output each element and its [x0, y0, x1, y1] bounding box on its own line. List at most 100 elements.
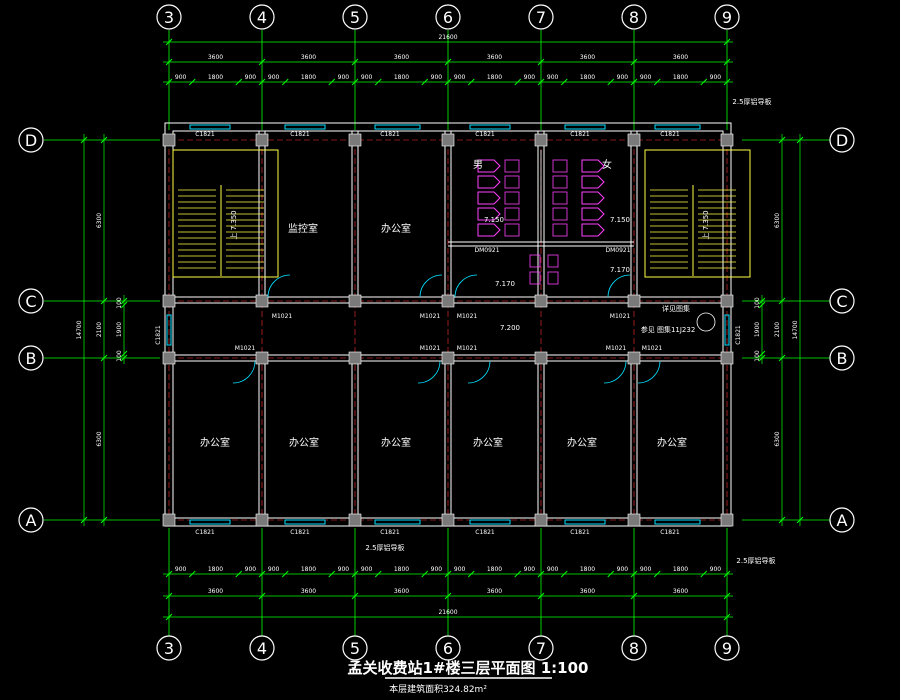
structural-column — [255, 513, 269, 527]
door-swing-south — [417, 360, 441, 384]
dim-subs-top-label: 900 — [640, 74, 652, 81]
structural-column — [534, 513, 548, 527]
dim-bays-bottom-tick — [165, 592, 173, 600]
dim-bays-top-label: 3600 — [487, 54, 502, 61]
window-tag-west: C1821 — [155, 325, 162, 345]
window-top — [189, 124, 231, 130]
structural-column — [348, 351, 362, 365]
dim-subs-top-tick — [514, 78, 522, 86]
window-west — [166, 314, 172, 346]
dim-subs-bottom-label: 900 — [640, 566, 652, 573]
window-bottom — [654, 519, 701, 525]
dim-bays-bottom-label: 3600 — [394, 588, 409, 595]
dim-subs-top-label: 900 — [361, 74, 373, 81]
axis-bubble-D — [18, 127, 44, 153]
structural-column — [534, 294, 548, 308]
axis-label-6: 6 — [443, 639, 453, 658]
dim-bays-top-tick — [630, 58, 638, 66]
dim-subs-top-tick — [653, 78, 661, 86]
dim-subs-top-label: 900 — [175, 74, 187, 81]
dim-left-seg-tick — [100, 516, 108, 524]
axis-bubble-5 — [342, 635, 368, 661]
dim-right-seg-tick — [778, 297, 786, 305]
axis-label-9: 9 — [722, 8, 732, 27]
stair-note: 上 7.350 — [229, 210, 238, 239]
dim-subs-bottom-label: 1800 — [580, 566, 595, 573]
slab-note-right: 2.5厚铝导板 — [736, 556, 775, 565]
axis-label-C: C — [25, 292, 36, 311]
dim-left-small-label: 100 — [116, 350, 123, 362]
door-swing-north — [454, 274, 478, 298]
window-top — [564, 124, 606, 130]
window-bottom — [284, 519, 326, 525]
dim-subs-bottom-label: 1800 — [673, 566, 688, 573]
axis-label-9: 9 — [722, 639, 732, 658]
room-label-office: 办公室 — [567, 436, 597, 449]
dim-bays-bottom-tick — [258, 592, 266, 600]
dim-subs-top-label: 1800 — [208, 74, 223, 81]
dim-left-small-tick — [120, 354, 128, 362]
toilet-fixture — [504, 191, 520, 205]
dim-subs-top-label: 900 — [710, 74, 722, 81]
dim-right-seg-label: 6300 — [774, 213, 781, 228]
dim-subs-top-tick — [188, 78, 196, 86]
dim-subs-top-tick — [630, 78, 638, 86]
axis-bubble-3 — [156, 4, 182, 30]
door-swing-south — [603, 360, 627, 384]
window-tag-bottom: C1821 — [290, 529, 310, 536]
window-tag-top: C1821 — [195, 131, 215, 138]
dim-subs-bottom-label: 900 — [361, 566, 373, 573]
axis-bubble-3 — [156, 635, 182, 661]
dim-right-seg-tick — [778, 136, 786, 144]
structural-column — [534, 133, 548, 147]
toilet-fixture — [504, 175, 520, 189]
dim-bays-bottom-tick — [630, 592, 638, 600]
axis-bubble-6 — [435, 635, 461, 661]
dim-subs-top-tick — [351, 78, 359, 86]
dim-subs-top-label: 1800 — [301, 74, 316, 81]
dim-subs-bottom-tick — [165, 570, 173, 578]
window-tag-top: C1821 — [475, 131, 495, 138]
dim-right-outer-tick — [796, 516, 804, 524]
elevation-wc-female: 7.150 — [610, 216, 630, 224]
axis-bubble-6 — [435, 4, 461, 30]
dim-subs-bottom-label: 900 — [338, 566, 350, 573]
detail-note: 详见图集 — [662, 304, 690, 313]
dim-subs-top-label: 900 — [338, 74, 350, 81]
detail-callout-bubble — [696, 312, 716, 332]
axis-label-8: 8 — [629, 8, 639, 27]
toilet-fixture — [504, 223, 520, 237]
dim-bays-bottom-tick — [444, 592, 452, 600]
dim-subs-bottom-label: 900 — [454, 566, 466, 573]
axis-bubble-9 — [714, 4, 740, 30]
dim-subs-top-tick — [328, 78, 336, 86]
dim-subs-bottom-tick — [351, 570, 359, 578]
dim-subs-top-label: 900 — [431, 74, 443, 81]
dim-right-small-label: 100 — [754, 350, 761, 362]
axis-label-B: B — [837, 349, 848, 368]
dim-subs-top-label: 900 — [617, 74, 629, 81]
window-tag-bottom: C1821 — [195, 529, 215, 536]
stair-note: 上 7.350 — [701, 210, 710, 239]
structural-column — [162, 294, 176, 308]
dim-bays-bottom-tick — [537, 592, 545, 600]
dim-subs-bottom-label: 1800 — [394, 566, 409, 573]
axis-bubble-A — [18, 507, 44, 533]
dim-right-small-tick — [758, 350, 766, 358]
dim-right-outer-tick — [796, 136, 804, 144]
dim-right-small-tick — [758, 354, 766, 362]
labels: C1821C1821C1821C1821C1821C1821C1821C1821… — [155, 97, 776, 565]
dim-subs-top-tick — [444, 78, 452, 86]
sink-fixture — [529, 271, 541, 285]
dim-right-seg-tick — [778, 354, 786, 362]
dim-subs-top-tick — [560, 78, 568, 86]
dim-subs-top-label: 900 — [454, 74, 466, 81]
window-tag-east: C1821 — [735, 325, 742, 345]
dim-bays-top-label: 3600 — [208, 54, 223, 61]
dim-subs-bottom-tick — [444, 570, 452, 578]
dim-left-small-label: 1900 — [116, 322, 123, 337]
dim-subs-bottom-label: 900 — [268, 566, 280, 573]
dim-left-outer-tick — [80, 516, 88, 524]
dim-subs-bottom-tick — [421, 570, 429, 578]
